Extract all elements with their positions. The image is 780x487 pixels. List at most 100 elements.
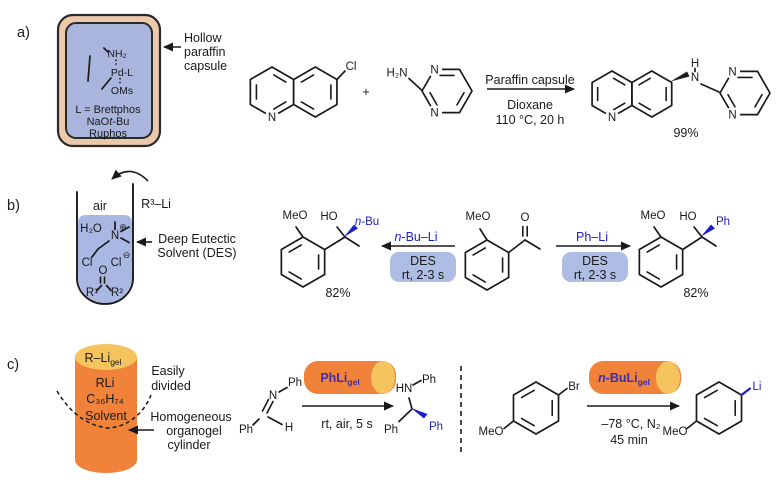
des-condition-box	[562, 252, 628, 282]
ho-label: HO	[320, 211, 337, 223]
palladacycle-structure: NH₂ Pd-L OMs	[87, 47, 133, 97]
double-bond	[727, 93, 736, 108]
yield-label: 82%	[325, 286, 350, 300]
atom-mask	[725, 63, 740, 79]
h2n-label: H₂N	[386, 68, 407, 80]
wedge-bond-blue	[344, 224, 358, 237]
rligel-label: R–Ligel	[84, 351, 121, 367]
cylinder-content-line: RLi	[96, 376, 115, 390]
bond	[91, 248, 99, 258]
ph-label: Ph	[384, 424, 398, 436]
yield-label: 82%	[683, 286, 708, 300]
h-label: H	[285, 422, 293, 434]
panel-a: a) NH₂ Pd-L OMs L = Brettphos NaOt-Bu Ru…	[17, 13, 740, 148]
double-bond	[646, 271, 661, 280]
atom-mask	[265, 110, 279, 124]
condition-line: rt, air, 5 s	[321, 417, 372, 431]
nbuli-gel-cylinder-cap	[656, 361, 680, 394]
phli-gel-label: PhLigel	[320, 371, 359, 387]
bond	[479, 228, 488, 241]
wedge-bond-blue	[701, 224, 715, 237]
chloroquinoline-structure: Cl N	[265, 61, 356, 124]
panel-c: c) R–Ligel RLi C₃₆H₇₄ Solvent Easily div…	[7, 344, 761, 473]
bond	[103, 47, 109, 53]
condition-line: DES	[582, 254, 608, 268]
des-annotation-line: Deep Eutectic	[158, 232, 236, 246]
aromatic-rings-layer	[73, 23, 771, 435]
bond	[507, 239, 526, 254]
bond	[267, 416, 283, 426]
bond	[336, 70, 346, 81]
nh2-label: NH₂	[107, 48, 126, 60]
coupling-product-structure: N H N N N 99%	[605, 58, 740, 140]
double-bond	[456, 91, 465, 106]
ligand-list: L = Brettphos NaOt-Bu Ruphos	[75, 104, 141, 140]
condition-line: 45 min	[610, 433, 648, 447]
amine-product-structure: HN Ph Ph Ph	[384, 374, 443, 436]
annotation-line: Hollow	[184, 31, 222, 45]
arrow-condition-above: Paraffin capsule	[485, 73, 574, 87]
cl-label: Cl	[82, 257, 93, 269]
tube-bottom	[76, 277, 134, 305]
double-bond	[272, 74, 287, 83]
wedge-bond	[670, 71, 690, 82]
c-li-bond-blue	[740, 387, 752, 397]
bond	[344, 236, 360, 247]
li-label: Li	[753, 381, 762, 393]
ho-label: HO	[679, 211, 696, 223]
plus-sign: +	[362, 85, 369, 99]
bond	[323, 236, 346, 251]
pd-l-label: Pd-L	[111, 67, 133, 79]
bond	[408, 397, 413, 410]
organogel-cylinder-top	[75, 344, 137, 370]
n-label: N	[728, 66, 736, 78]
cl-anion-label: Cl	[111, 257, 122, 269]
panel-a-label: a)	[17, 25, 30, 41]
panel-c-label: c)	[7, 357, 19, 373]
r1-label: R¹	[86, 287, 98, 299]
easily-divided-line: divided	[151, 379, 191, 393]
imine-structure: Ph N Ph H	[239, 377, 302, 436]
yield-label: 99%	[673, 126, 698, 140]
bond	[681, 236, 703, 251]
bond	[96, 284, 103, 292]
double-bond	[638, 77, 652, 86]
panel-b-label: b)	[7, 198, 20, 214]
divide-dashed-curve	[56, 390, 152, 429]
organogel-annotation-line: organogel	[166, 424, 222, 438]
ring	[421, 68, 473, 114]
double-bond	[520, 389, 536, 399]
wedge-bond-blue	[411, 408, 428, 419]
bond	[336, 226, 346, 238]
cylinder-content-line: Solvent	[85, 409, 127, 423]
bond	[701, 236, 717, 247]
bond	[97, 240, 110, 250]
atom-mask	[725, 107, 740, 123]
double-bond	[646, 244, 661, 253]
panel-b: b) air R³–Li H₂O N ⊕ Cl Cl ⊖ O R¹ R²	[7, 169, 730, 305]
n-label: N	[608, 112, 616, 124]
double-bond	[288, 244, 303, 253]
minus-charge-icon: ⊖	[123, 250, 131, 260]
double-bond	[272, 101, 287, 110]
condition-line: DES	[410, 254, 436, 268]
ph-label-blue: Ph	[429, 421, 443, 433]
meo-label: MeO	[466, 211, 491, 223]
n-label: N	[269, 390, 277, 402]
double-bond	[612, 77, 626, 86]
double-bond	[266, 400, 274, 414]
meo-label: MeO	[663, 426, 688, 438]
ph-label: Ph	[288, 377, 302, 389]
organogel-cylinder-body	[75, 357, 137, 473]
bond	[503, 420, 515, 430]
bromoanisole-structure: Br MeO	[479, 381, 580, 438]
bond	[120, 237, 130, 244]
nbu-label: n-Bu	[355, 216, 379, 228]
h2o-label: H₂O	[80, 223, 102, 235]
double-bond	[520, 417, 536, 427]
br-label: Br	[568, 381, 580, 393]
bond	[693, 226, 703, 238]
r2-label: R²	[111, 287, 123, 299]
cylinder-content-line: C₃₆H₇₄	[86, 392, 124, 406]
